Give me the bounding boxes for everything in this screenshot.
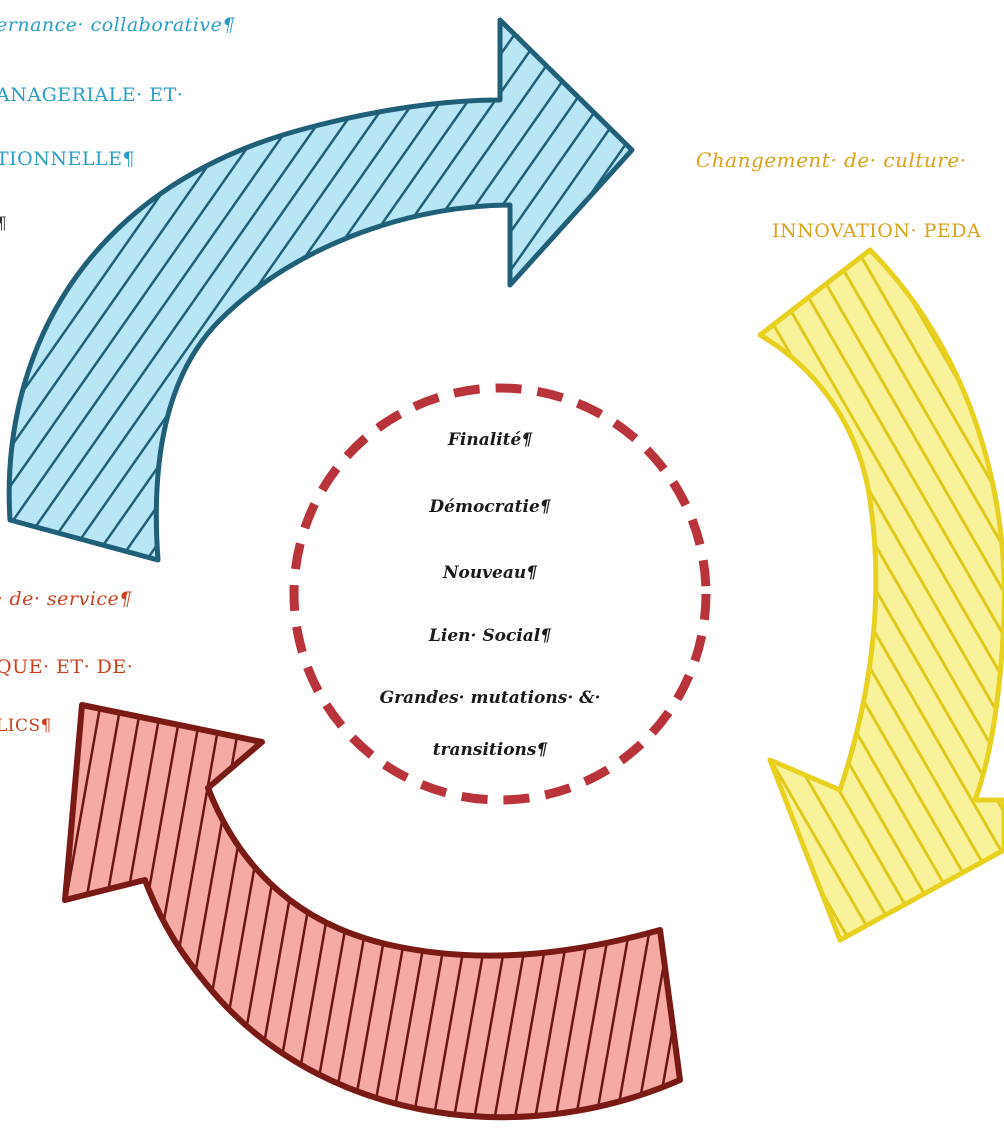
red-arrow-icon xyxy=(62,702,683,1121)
yellow-label-line1: Changement· de· culture· xyxy=(696,148,967,172)
center-item-lien-social: Lien· Social¶ xyxy=(428,626,552,646)
center-item-finalite: Finalité¶ xyxy=(447,430,533,450)
yellow-label-line2: INNOVATION· PEDA xyxy=(772,220,982,242)
blue-arrow-icon xyxy=(6,17,635,563)
blue-label-line2: ANAGERIALE· ET· xyxy=(0,84,184,106)
center-item-grandes-mutations: Grandes· mutations· &· xyxy=(379,688,601,708)
center-dashed-circle xyxy=(289,383,711,805)
blue-label-line3: TIONNELLE¶ xyxy=(0,148,136,170)
center-item-nouveau: Nouveau¶ xyxy=(442,563,538,583)
center-item-transitions: transitions¶ xyxy=(432,740,548,760)
red-label-line3: LICS¶ xyxy=(0,716,52,736)
red-label-line2: QUE· ET· DE· xyxy=(0,656,134,678)
red-label-line1: : de· service¶ xyxy=(0,588,132,610)
center-item-democratie: Démocratie¶ xyxy=(429,497,551,517)
blue-label-line1: ernance· collaborative¶ xyxy=(0,14,235,36)
yellow-arrow-icon xyxy=(757,247,1004,943)
blue-label-line4: ¶ xyxy=(0,214,7,234)
